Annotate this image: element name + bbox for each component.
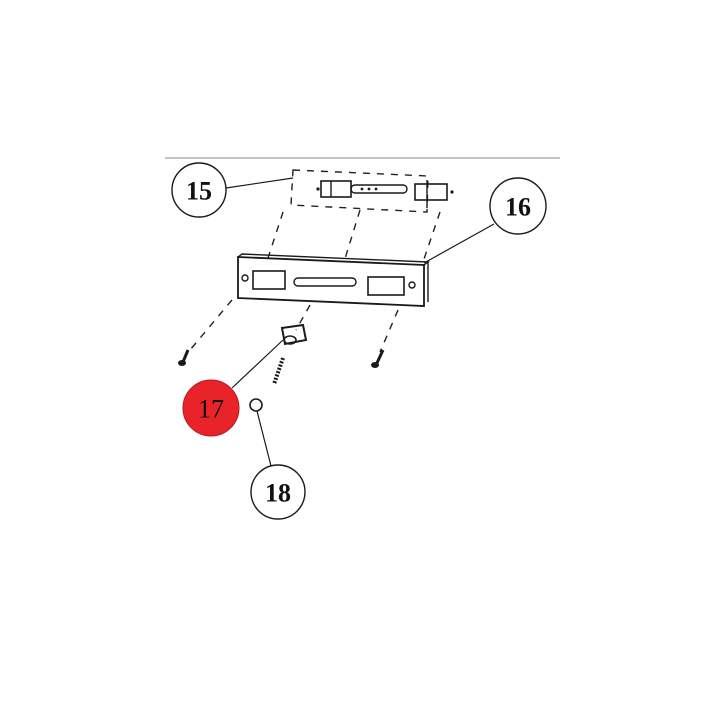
callout-15[interactable]: 15 [171,162,227,218]
callout-16[interactable]: 16 [489,177,547,235]
callout-16-label: 16 [505,193,531,222]
callout-17-label: 17 [198,395,224,424]
screw-right [371,349,385,368]
part-18-ring [249,398,263,412]
part-17-latch-tongue [280,323,308,346]
callout-18-label: 18 [265,479,291,508]
part-16-strike-plate [237,253,430,307]
callout-18[interactable]: 18 [250,464,306,520]
spring [272,357,285,385]
callout-17[interactable]: 17 [182,379,240,437]
callout-15-label: 15 [186,177,212,206]
screw-left [178,349,190,366]
part-15-latch-bolt-assembly [290,169,454,213]
